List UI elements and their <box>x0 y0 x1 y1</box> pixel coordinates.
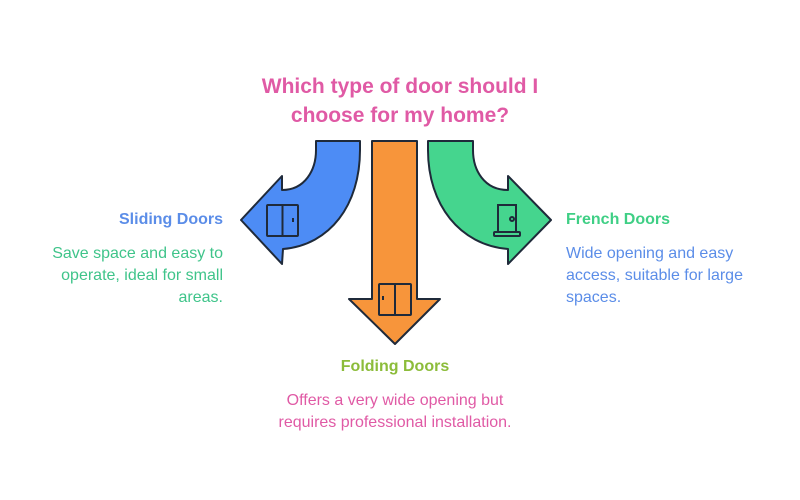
folding-doors-title: Folding Doors <box>340 358 450 375</box>
french-doors-title: French Doors <box>566 211 671 228</box>
sliding-door-icon <box>266 204 299 237</box>
folding-door-icon <box>378 283 412 316</box>
french-door-icon <box>493 204 521 237</box>
sliding-doors-title: Sliding Doors <box>119 211 223 228</box>
question-title-line-1: Which type of door should I <box>261 75 539 98</box>
french-doors-arrow <box>427 140 552 265</box>
question-title-line-2: choose for my home? <box>290 104 510 127</box>
sliding-doors-arrow <box>240 140 361 265</box>
question-title: Which type of door should I choose for m… <box>200 72 600 130</box>
folding-doors-arrow <box>348 140 441 345</box>
sliding-doors-description: Save space and easy to operate, ideal fo… <box>52 245 223 306</box>
french-doors-description: Wide opening and easy access, suitable f… <box>566 245 743 306</box>
folding-doors-description: Offers a very wide opening but requires … <box>278 392 512 431</box>
